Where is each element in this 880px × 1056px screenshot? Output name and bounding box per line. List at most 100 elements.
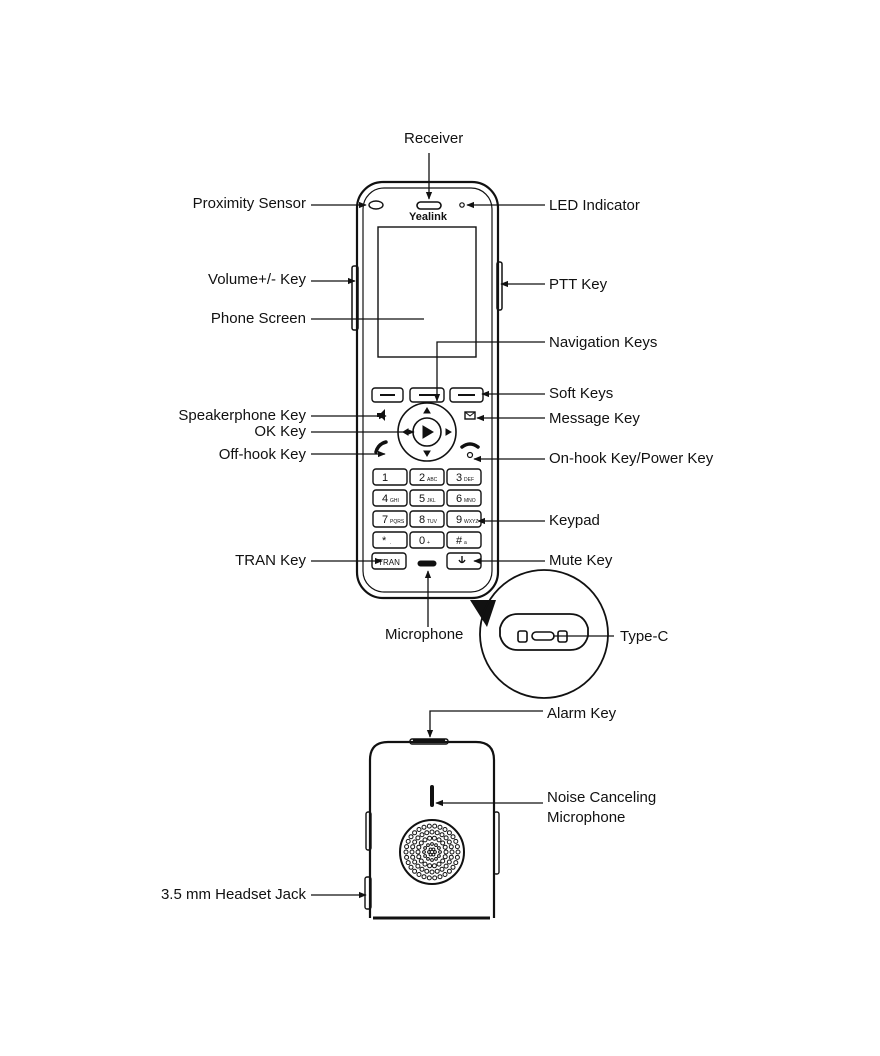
grille-hole: [416, 854, 422, 860]
grille-hole: [416, 844, 422, 850]
grille-hole: [446, 868, 452, 874]
keypad-letters: JKL: [427, 498, 436, 504]
grille-hole: [408, 864, 414, 870]
microphone-shape: [417, 560, 437, 567]
noise-mic-shape: [430, 785, 434, 807]
grille-hole: [430, 858, 434, 862]
grille-hole: [442, 872, 448, 877]
label-volume-key: Volume+/- Key: [208, 271, 306, 288]
grille-hole: [448, 854, 454, 860]
brand-logo: Yealink: [409, 211, 448, 223]
handset-back: [364, 738, 500, 920]
keypad-letters: GHI: [390, 498, 399, 504]
grille-hole: [432, 875, 438, 881]
keypad-digit: 7: [382, 514, 388, 526]
keypad-digit: #: [456, 535, 463, 547]
grille-hole: [446, 830, 452, 836]
grille-hole: [429, 829, 435, 835]
grille-hole: [443, 849, 449, 855]
grille-hole: [455, 849, 461, 855]
handset-front: [351, 180, 503, 600]
grille-hole: [419, 866, 425, 872]
tran-key-label: TRAN: [378, 558, 400, 567]
phone-screen-shape: [377, 226, 477, 358]
keypad-letters: a: [464, 540, 467, 546]
grille-hole: [422, 837, 428, 843]
grille-hole: [454, 844, 460, 850]
keypad-digit: 8: [419, 514, 425, 526]
label-offhook-key: Off-hook Key: [218, 446, 306, 463]
grille-hole: [427, 863, 433, 869]
keypad-digit: 4: [382, 493, 388, 505]
leader-alarm: [426, 710, 543, 738]
grille-hole: [436, 861, 442, 867]
grille-hole: [415, 863, 421, 869]
grille-hole: [443, 835, 449, 841]
keypad-digit: 3: [456, 472, 462, 484]
grille-hole: [440, 858, 446, 864]
label-mute-key: Mute Key: [549, 552, 613, 569]
grille-hole: [415, 849, 421, 855]
grille-hole: [405, 860, 411, 866]
grille-hole: [453, 838, 459, 844]
grille-hole: [426, 875, 432, 881]
grille-hole: [410, 854, 416, 860]
label-onhook-key: On-hook Key/Power Key: [549, 450, 714, 467]
ptt-key-shape: [496, 261, 503, 311]
grille-hole: [415, 835, 421, 841]
grille-hole: [446, 859, 452, 865]
label-phone-screen: Phone Screen: [210, 310, 306, 327]
grille-hole: [442, 827, 448, 832]
grille-hole: [410, 844, 416, 850]
keypad-letters: .: [390, 540, 391, 546]
keypad-letters: PQRS: [390, 519, 405, 525]
label-tran-key: TRAN Key: [235, 552, 306, 569]
grille-hole: [412, 839, 418, 845]
led-indicator-shape: [459, 202, 465, 208]
label-keypad: Keypad: [549, 512, 600, 529]
grille-hole: [412, 830, 418, 836]
grille-hole: [409, 849, 415, 855]
label-noise-mic-line2: Microphone: [547, 809, 626, 826]
grille-hole: [433, 850, 437, 854]
grille-hole: [438, 850, 442, 854]
keypad-digit: 1: [382, 472, 388, 484]
grille-hole: [437, 846, 441, 850]
grille-hole: [426, 823, 432, 829]
label-type-c: Type-C: [620, 628, 669, 645]
grille-hole: [448, 844, 454, 850]
keypad-key-star: *.: [372, 531, 408, 549]
label-navigation-keys: Navigation Keys: [549, 334, 658, 351]
keypad-letters: TUV: [427, 519, 438, 525]
keypad-letters: DEF: [464, 477, 474, 483]
grille-hole: [421, 874, 427, 880]
grille-hole: [419, 832, 425, 838]
keypad-letters: ABC: [427, 477, 438, 483]
grille-hole: [418, 840, 424, 846]
grille-hole: [423, 854, 428, 858]
grille-hole: [431, 852, 436, 857]
grille-hole: [434, 857, 438, 861]
grille-hole: [428, 852, 433, 857]
keypad-key-hash: #a: [446, 531, 482, 549]
grille-hole: [427, 835, 433, 841]
grille-hole: [442, 844, 448, 850]
grille-hole: [432, 823, 438, 829]
keypad-letters: WXYZ: [464, 519, 478, 525]
grille-hole: [439, 832, 445, 838]
label-proximity-sensor: Proximity Sensor: [192, 195, 306, 212]
grille-hole: [422, 850, 426, 854]
grille-hole: [437, 854, 441, 858]
label-headset-jack: 3.5 mm Headset Jack: [160, 886, 306, 903]
grille-hole: [434, 830, 440, 836]
grille-hole: [404, 844, 410, 850]
grille-hole: [426, 857, 430, 861]
grille-hole: [429, 869, 435, 875]
keypad-digit: 9: [456, 514, 462, 526]
grille-hole: [428, 847, 433, 852]
label-speakerphone-key: Speakerphone Key: [178, 407, 306, 424]
